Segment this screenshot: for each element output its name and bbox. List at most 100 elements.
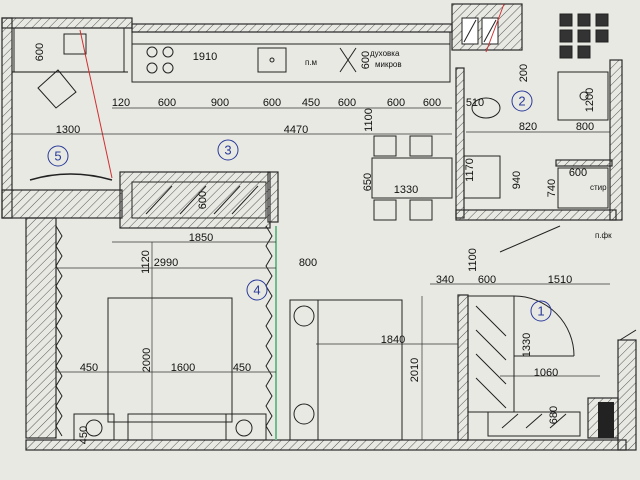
fixture-labels: духовка микров стир п.фк <box>370 49 612 240</box>
dimension-label: 2000 <box>141 348 153 372</box>
bay-window <box>29 173 113 181</box>
room-marker-circle <box>217 139 239 161</box>
dimension-label: 1120 <box>140 250 152 274</box>
wall-top-left <box>1 17 133 29</box>
chair <box>373 199 397 221</box>
walls <box>1 3 637 451</box>
fixture-label: стир <box>590 183 607 192</box>
riser-grid <box>559 13 609 59</box>
dimension-label: 2990 <box>154 257 178 269</box>
dimension-label: 600 <box>387 97 405 109</box>
monitor-icon <box>63 33 87 55</box>
fixture-label: п.фк <box>595 231 612 240</box>
dimension-label: 680 <box>548 406 560 424</box>
wardrobe-corner <box>487 411 581 437</box>
dimension-label: 1910 <box>193 51 217 63</box>
dimension-lines <box>12 107 610 440</box>
wall-right-lower <box>617 339 637 451</box>
sink-icon <box>257 47 287 73</box>
red-marker-line <box>79 29 113 179</box>
dimension-label: 600 <box>34 43 46 61</box>
wall-top-main <box>131 23 453 33</box>
nightstand-left <box>73 413 115 441</box>
dimension-label: 1300 <box>56 124 80 136</box>
dimension-label: 1840 <box>381 334 405 346</box>
dimension-label: 1330 <box>521 333 533 357</box>
chair <box>409 199 433 221</box>
room-number: 3 <box>224 142 231 157</box>
bed <box>107 297 233 423</box>
room-marker-5: 5 <box>47 145 69 167</box>
dimension-label: 800 <box>299 257 317 269</box>
wall-bottom <box>25 439 627 451</box>
oven-icon <box>339 47 357 73</box>
wall-bedroom-right <box>267 171 279 223</box>
fixture-label: микров <box>375 60 402 69</box>
wall-left-upper <box>1 17 13 219</box>
dimension-label: 1850 <box>189 232 213 244</box>
dimension-label: 450 <box>302 97 320 109</box>
dimension-label: 600 <box>360 51 372 69</box>
chair <box>409 135 433 157</box>
room-number: 5 <box>54 148 61 163</box>
room-marker-circle <box>47 145 69 167</box>
wall-left-lower <box>25 217 57 439</box>
room-marker-4: 4 <box>246 279 268 301</box>
dimension-label: 650 <box>362 173 374 191</box>
hall-wardrobe <box>467 295 581 437</box>
room-marker-1: 1 <box>530 300 552 322</box>
curtain-left <box>55 225 63 437</box>
dimension-label: 600 <box>263 97 281 109</box>
wall-bath-left <box>455 67 465 219</box>
room-marker-3: 3 <box>217 139 239 161</box>
toilet-icon <box>471 97 501 119</box>
bedroom-furniture <box>55 181 273 441</box>
sofa <box>289 299 403 441</box>
room-marker-circle <box>511 90 533 112</box>
dimension-label: 600 <box>569 167 587 179</box>
dimension-label: 450 <box>80 362 98 374</box>
wardrobe-top <box>131 181 267 219</box>
dimension-label: 1100 <box>363 108 375 132</box>
dimension-label: 600 <box>338 97 356 109</box>
dimension-label: 1200 <box>584 88 596 112</box>
dining-table <box>371 135 453 221</box>
room-marker-circle <box>530 300 552 322</box>
dimension-label: 1600 <box>171 362 195 374</box>
room-marker-circle <box>246 279 268 301</box>
wall-left-step <box>1 189 123 219</box>
washbasin <box>557 71 609 121</box>
desk-area <box>12 27 128 109</box>
dimension-label: 1170 <box>464 158 476 182</box>
room-number-markers: 1 2 3 4 5 <box>47 90 552 322</box>
cooktop-icon <box>146 46 174 74</box>
fixture-label: духовка <box>370 49 400 58</box>
room-number: 1 <box>537 303 544 318</box>
dimension-label: 940 <box>511 171 523 189</box>
dimension-label: 340 <box>436 274 454 286</box>
dimension-label: 4470 <box>284 124 308 136</box>
divider-line <box>619 329 637 341</box>
dimension-label: 1510 <box>548 274 572 286</box>
cushion-icon <box>293 403 315 425</box>
office-chair-icon <box>37 69 77 109</box>
red-marker-line-2 <box>485 3 505 53</box>
dimension-label: 1100 <box>467 248 479 272</box>
bathroom-fixtures <box>463 71 609 209</box>
dimension-label: 600 <box>158 97 176 109</box>
wall-laundry <box>555 159 613 167</box>
room-number: 2 <box>518 93 525 108</box>
dimension-label: 200 <box>518 64 530 82</box>
dimension-label: 600 <box>423 97 441 109</box>
dimension-label: 820 <box>519 121 537 133</box>
dimension-label: п.м <box>305 58 317 67</box>
dimension-label: 600 <box>478 274 496 286</box>
room-marker-2: 2 <box>511 90 533 112</box>
chair <box>373 135 397 157</box>
dimension-label: 450 <box>78 426 90 444</box>
dimension-label: 740 <box>546 179 558 197</box>
wall-right-upper <box>609 59 623 221</box>
